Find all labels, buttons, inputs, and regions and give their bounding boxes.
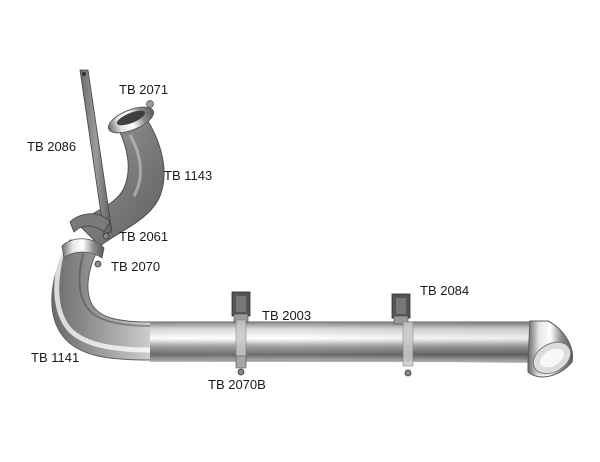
pipe-tip — [527, 320, 574, 378]
label-tb2070: TB 2070 — [111, 259, 161, 274]
label-tb1141: TB 1141 — [31, 350, 80, 365]
label-tb2086: TB 2086 — [27, 139, 77, 154]
label-tb2061: TB 2061 — [119, 229, 169, 244]
clamp-tb2061 — [69, 213, 111, 240]
label-tb2084: TB 2084 — [420, 283, 470, 298]
main-pipe-tb1141 — [51, 239, 546, 363]
flange-tb2071 — [107, 100, 155, 134]
label-tb2071: TB 2071 — [119, 82, 169, 97]
head-pipe-tb1143 — [77, 117, 165, 247]
label-tb1143: TB 1143 — [164, 168, 213, 183]
clamp-tb2070 — [61, 238, 105, 268]
clamp-tb2070b — [235, 355, 247, 376]
label-tb2003: TB 2003 — [262, 308, 312, 323]
clamp-tb2003 — [231, 291, 251, 365]
clamp-tb2084 — [391, 293, 414, 377]
label-tb2070b: TB 2070B — [208, 377, 266, 392]
bracket-tb2086 — [79, 69, 113, 235]
